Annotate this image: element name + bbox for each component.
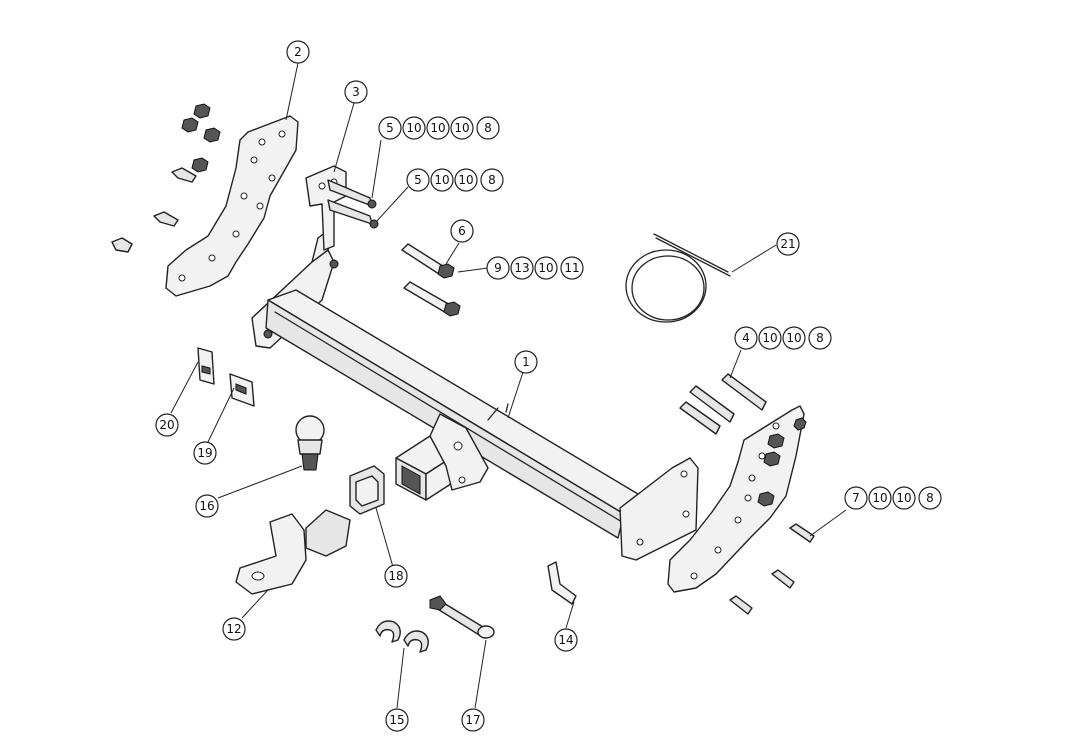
callout-label: 10 (434, 173, 449, 187)
callout-17: 17 (461, 708, 485, 732)
right-bracket (667, 405, 807, 593)
callout-19: 19 (193, 441, 217, 465)
callout-label: 8 (484, 121, 492, 135)
callout-label: 10 (454, 121, 469, 135)
callout-group-5-10-10-10-8: 5 10 10 10 8 (378, 116, 500, 140)
part-3-upper-bracket (305, 165, 379, 251)
callout-label: 10 (538, 261, 553, 275)
part-15-shackles (375, 620, 429, 653)
callout-group-9-13-10-11: 9 13 10 11 (486, 256, 584, 280)
callout-2-label: 2 (294, 45, 302, 59)
callout-label: 8 (488, 173, 496, 187)
leader-lines (170, 62, 847, 709)
callout-19-label: 19 (197, 446, 212, 460)
part-21-cable (625, 233, 731, 323)
callout-1: 1 (514, 350, 538, 374)
callout-label: 10 (406, 121, 421, 135)
callout-3: 3 (344, 80, 368, 104)
part-14-clip (547, 561, 577, 605)
callout-20-label: 20 (159, 418, 174, 432)
callout-12-label: 12 (226, 622, 241, 636)
callout-18: 18 (384, 564, 408, 588)
callout-3-label: 3 (352, 85, 360, 99)
left-fasteners (111, 103, 221, 253)
right-bolts (679, 373, 815, 615)
callout-label: 10 (762, 331, 777, 345)
callout-17-label: 17 (465, 713, 480, 727)
callout-label: 9 (494, 261, 502, 275)
callout-15-label: 15 (389, 713, 404, 727)
callout-label: 5 (414, 173, 422, 187)
callout-label: 5 (386, 121, 394, 135)
callout-label: 8 (926, 491, 934, 505)
callout-label: 13 (514, 261, 529, 275)
callout-16: 16 (195, 494, 219, 518)
callout-group-7-10-10-8: 7 10 10 8 (844, 486, 942, 510)
callout-label: 8 (816, 331, 824, 345)
callout-label: 10 (458, 173, 473, 187)
part-12-ball-mount (235, 509, 351, 595)
callout-12: 12 (222, 617, 246, 641)
callout-6-label: 6 (458, 224, 466, 238)
callout-21: 21 (776, 232, 800, 256)
callout-21-label: 21 (780, 237, 795, 251)
callout-6: 6 (450, 219, 474, 243)
part-16-tow-ball (295, 415, 325, 471)
part-18-cover (349, 465, 385, 515)
callout-label: 7 (852, 491, 860, 505)
callout-18-label: 18 (388, 569, 403, 583)
callout-2: 2 (286, 40, 310, 64)
callout-15: 15 (385, 708, 409, 732)
callout-label: 11 (564, 261, 579, 275)
callout-label: 10 (896, 491, 911, 505)
callout-label: 10 (430, 121, 445, 135)
callout-20: 20 (155, 413, 179, 437)
callout-label: 4 (742, 331, 750, 345)
callout-group-5-10-10-8-upper: 5 10 10 8 (406, 168, 504, 192)
part-6-pins (401, 243, 461, 317)
part-17-hitch-pin (429, 595, 495, 639)
callout-14-label: 14 (558, 633, 573, 647)
part-19-sticker (229, 373, 255, 407)
part-1-cross-bar (251, 231, 699, 561)
callout-14: 14 (554, 628, 578, 652)
part-20-sticker (197, 347, 215, 385)
callout-group-4-10-10-8: 4 10 10 8 (734, 326, 832, 350)
callout-label: 10 (872, 491, 887, 505)
callout-label: 10 (786, 331, 801, 345)
callout-1-label: 1 (522, 355, 530, 369)
part-2-left-bracket (165, 115, 299, 297)
callout-16-label: 16 (199, 499, 214, 513)
